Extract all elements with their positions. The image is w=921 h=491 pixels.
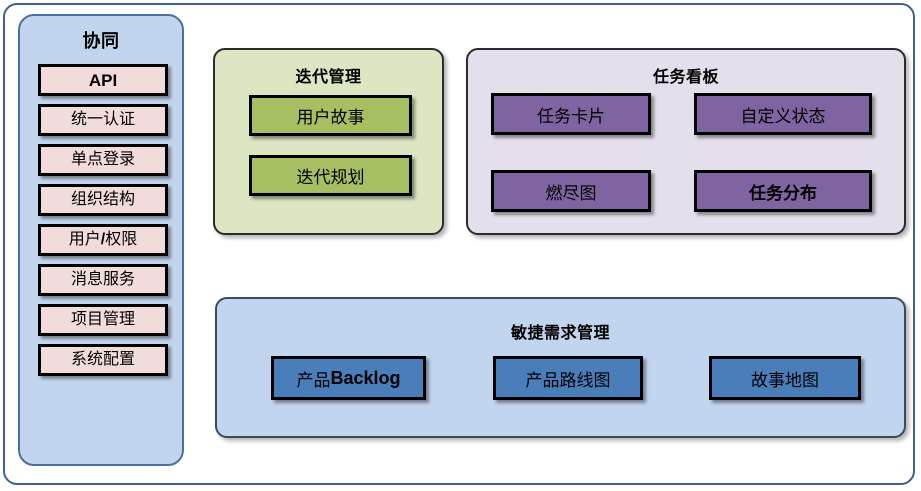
panel-iteration-management-title: 迭代管理: [295, 69, 362, 86]
sidebar-item-label: 单点登录: [70, 151, 135, 168]
panel-collaboration-title: 协同: [82, 31, 120, 51]
box-label: 自定义状态: [740, 106, 826, 126]
sidebar-item-single-sign-on[interactable]: 单点登录: [38, 144, 168, 176]
panel-agile-requirements-title: 敏捷需求管理: [510, 325, 610, 342]
sidebar-item-label-emphasis: /: [100, 231, 106, 248]
box-custom-status[interactable]: 自定义状态: [694, 93, 872, 135]
box-task-distribution[interactable]: 任务分布: [694, 170, 872, 212]
sidebar-item-api[interactable]: API: [38, 64, 168, 96]
sidebar-item-label-prefix: 用户: [68, 231, 101, 248]
sidebar-item-label: 系统配置: [70, 351, 135, 368]
sidebar-item-list: API 统一认证 单点登录 组织结构 用户/权限 消息服务 项目管理 系统配置: [38, 64, 168, 384]
sidebar-item-label: 统一认证: [70, 111, 135, 128]
box-label: 燃尽图: [545, 183, 597, 203]
box-label: 产品路线图: [525, 370, 611, 390]
sidebar-item-label-suffix: 权限: [105, 231, 138, 248]
box-label: 任务卡片: [537, 106, 605, 126]
sidebar-item-message-service[interactable]: 消息服务: [38, 264, 168, 296]
panel-task-board-title: 任务看板: [652, 69, 719, 86]
box-label: 故事地图: [751, 370, 819, 390]
box-label-emphasis: Backlog: [330, 367, 401, 388]
box-label-prefix: 产品: [296, 370, 331, 390]
box-label: 用户故事: [296, 108, 365, 127]
box-story-map[interactable]: 故事地图: [709, 356, 861, 400]
sidebar-item-label: API: [88, 70, 118, 90]
box-label: 任务分布: [749, 183, 817, 203]
sidebar-item-label: 项目管理: [70, 311, 135, 328]
sidebar-item-project-management[interactable]: 项目管理: [38, 304, 168, 336]
box-product-roadmap[interactable]: 产品路线图: [493, 356, 643, 400]
sidebar-item-unified-auth[interactable]: 统一认证: [38, 104, 168, 136]
sidebar-item-user-permission[interactable]: 用户/权限: [38, 224, 168, 256]
panel-task-board[interactable]: 任务看板 任务卡片 自定义状态 燃尽图 任务分布: [466, 48, 906, 235]
box-burndown-chart[interactable]: 燃尽图: [491, 170, 651, 212]
sidebar-item-label: 组织结构: [70, 191, 135, 208]
box-task-card[interactable]: 任务卡片: [491, 93, 651, 135]
sidebar-item-label: 消息服务: [70, 271, 135, 288]
box-label: 迭代规划: [296, 168, 365, 187]
box-user-story[interactable]: 用户故事: [249, 95, 412, 136]
outer-frame: [3, 3, 915, 485]
panel-iteration-management[interactable]: 迭代管理 用户故事 迭代规划: [213, 48, 444, 235]
panel-collaboration[interactable]: 协同 API 统一认证 单点登录 组织结构 用户/权限 消息服务 项目管理: [18, 14, 184, 466]
sidebar-item-org-structure[interactable]: 组织结构: [38, 184, 168, 216]
box-iteration-planning[interactable]: 迭代规划: [249, 155, 412, 196]
sidebar-item-system-config[interactable]: 系统配置: [38, 344, 168, 376]
